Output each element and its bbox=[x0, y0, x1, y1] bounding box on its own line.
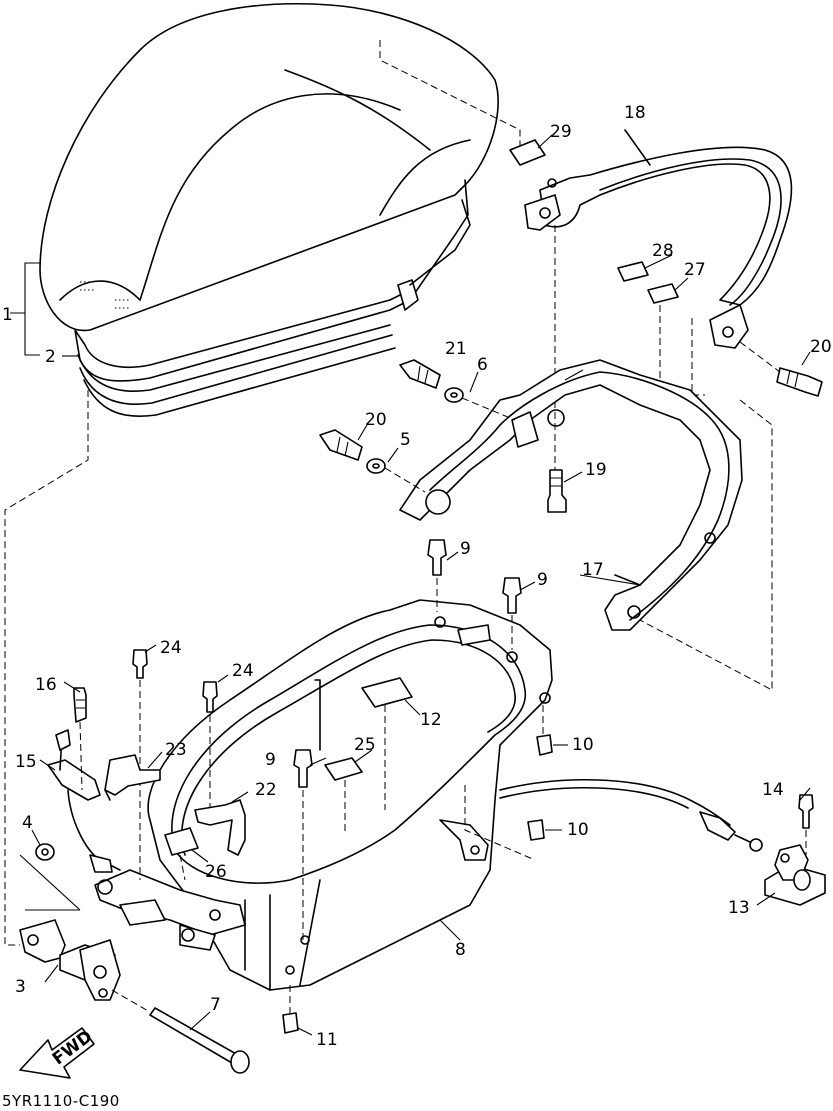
seat-assembly bbox=[39, 3, 521, 417]
bolt-9-top bbox=[427, 539, 447, 576]
storage-box-8 bbox=[147, 599, 553, 991]
part-28-sticker bbox=[617, 261, 649, 282]
label-part-26: 26 bbox=[205, 862, 227, 882]
label-part-9-right: 9 bbox=[537, 570, 548, 590]
label-part-9-middle: 9 bbox=[265, 750, 276, 770]
drawing-code: 5YR1110-C190 bbox=[2, 1092, 120, 1110]
label-part-15: 15 bbox=[15, 752, 37, 772]
washer-5 bbox=[366, 458, 386, 474]
label-part-14: 14 bbox=[762, 780, 784, 800]
bolt-20-right bbox=[776, 367, 823, 397]
bolt-20-left bbox=[319, 429, 363, 461]
label-part-10-lower: 10 bbox=[567, 820, 589, 840]
grab-bar-18 bbox=[524, 129, 793, 349]
bolt-14 bbox=[798, 794, 814, 829]
clip-11 bbox=[282, 1012, 299, 1034]
clip-10-upper bbox=[536, 734, 553, 756]
bolt-21 bbox=[399, 359, 441, 389]
label-part-1: 1 bbox=[2, 305, 13, 325]
bolt-16 bbox=[73, 687, 87, 723]
label-part-22: 22 bbox=[255, 780, 277, 800]
carrier-17 bbox=[399, 359, 743, 631]
label-part-16: 16 bbox=[35, 675, 57, 695]
clip-10-lower bbox=[527, 819, 545, 841]
part-26-sticker bbox=[164, 827, 199, 856]
bolt-9-right bbox=[502, 577, 522, 614]
label-part-19: 19 bbox=[585, 460, 607, 480]
label-part-24-left: 24 bbox=[160, 638, 182, 658]
label-part-29: 29 bbox=[550, 122, 572, 142]
seat-lock-13 bbox=[764, 844, 826, 906]
label-part-7: 7 bbox=[210, 995, 221, 1015]
shaft-7 bbox=[149, 1007, 250, 1074]
washer-6 bbox=[444, 387, 464, 403]
assembly-line-seat-hinge bbox=[4, 390, 89, 946]
label-part-3: 3 bbox=[15, 977, 26, 997]
bolt-19 bbox=[547, 469, 567, 513]
label-part-20-left: 20 bbox=[365, 410, 387, 430]
label-part-20-right: 20 bbox=[810, 337, 832, 357]
hinge-3 bbox=[19, 919, 121, 1001]
label-part-21: 21 bbox=[445, 339, 467, 359]
nut-4 bbox=[35, 843, 55, 861]
label-part-23: 23 bbox=[165, 740, 187, 760]
hinge-parts bbox=[94, 869, 246, 951]
label-part-8: 8 bbox=[455, 940, 466, 960]
bracket-22 bbox=[194, 799, 246, 856]
seat-lock-cable bbox=[499, 779, 731, 826]
leader-1 bbox=[10, 262, 40, 356]
bracket-23 bbox=[104, 754, 161, 801]
label-part-28: 28 bbox=[652, 241, 674, 261]
label-part-5: 5 bbox=[400, 430, 411, 450]
latch-cable-15 bbox=[47, 729, 121, 873]
part-12-sticker bbox=[361, 677, 413, 708]
label-part-17: 17 bbox=[582, 560, 604, 580]
label-part-18: 18 bbox=[624, 103, 646, 123]
label-part-25: 25 bbox=[354, 735, 376, 755]
bolt-9-middle bbox=[293, 749, 313, 788]
bolt-24-right bbox=[202, 681, 218, 713]
fwd-arrow-icon: FWD bbox=[19, 1027, 96, 1079]
label-part-27: 27 bbox=[684, 260, 706, 280]
part-29-sticker bbox=[509, 139, 546, 166]
label-part-24-right: 24 bbox=[232, 661, 254, 681]
label-part-13: 13 bbox=[728, 898, 750, 918]
label-part-11: 11 bbox=[316, 1030, 338, 1050]
label-part-10-upper: 10 bbox=[572, 735, 594, 755]
bolt-24-left bbox=[132, 649, 148, 679]
part-25-sticker bbox=[324, 757, 363, 781]
label-part-12: 12 bbox=[420, 710, 442, 730]
label-part-4: 4 bbox=[22, 813, 33, 833]
part-27-sticker bbox=[647, 283, 679, 304]
label-part-9-top: 9 bbox=[460, 539, 471, 559]
label-part-6: 6 bbox=[477, 355, 488, 375]
label-part-2: 2 bbox=[45, 347, 56, 367]
